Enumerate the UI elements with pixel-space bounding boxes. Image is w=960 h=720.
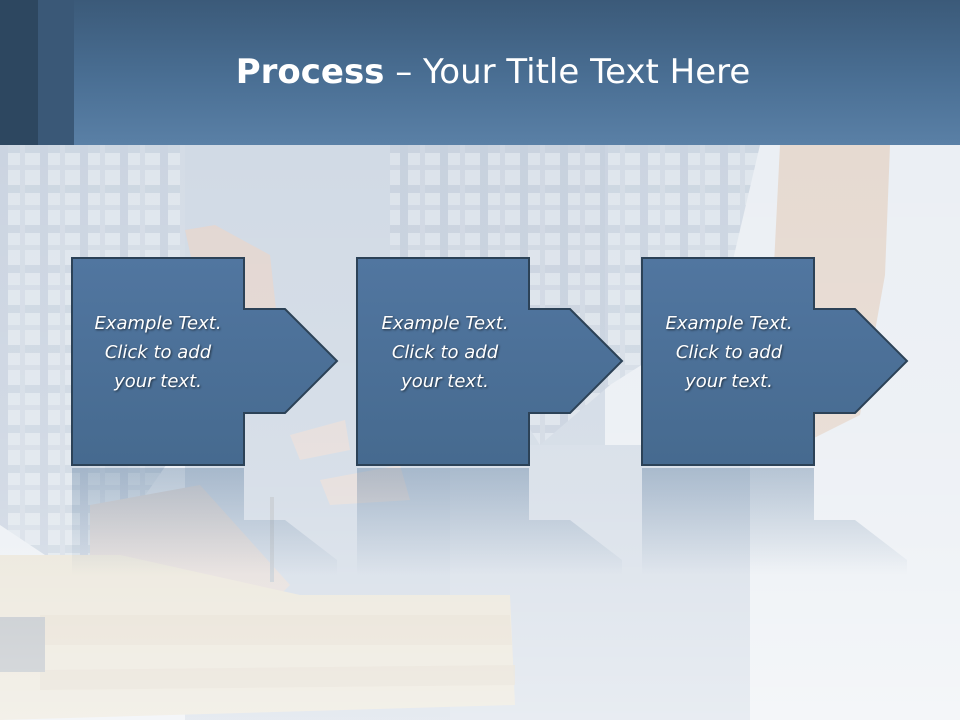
step-1-line-2: Click to add [104,342,212,363]
arrow-box-2-shape [356,257,624,466]
step-1-line-1: Example Text. [94,313,222,334]
arrow-box-3-shape [641,257,909,466]
header-accent-mid [38,0,74,145]
arrow-box-1-reflection [72,468,337,575]
header-accent-dark [0,0,38,145]
step-3-line-2: Click to add [675,342,783,363]
step-3-line-1: Example Text. [665,313,793,334]
arrow-box-3-reflection [642,468,907,575]
step-3-line-3: your text. [685,371,773,392]
step-2-line-3: your text. [401,371,489,392]
step-2-line-1: Example Text. [381,313,509,334]
slide-title-rest: – Your Title Text Here [384,52,751,92]
step-1-line-3: your text. [114,371,202,392]
arrow-box-1-shape [71,257,339,466]
title-bar [0,0,960,145]
slide-title[interactable]: Process – Your Title Text Here [0,52,960,92]
step-2-line-2: Click to add [391,342,499,363]
arrow-box-2-reflection [357,468,622,575]
slide-title-bold: Process [235,52,385,92]
